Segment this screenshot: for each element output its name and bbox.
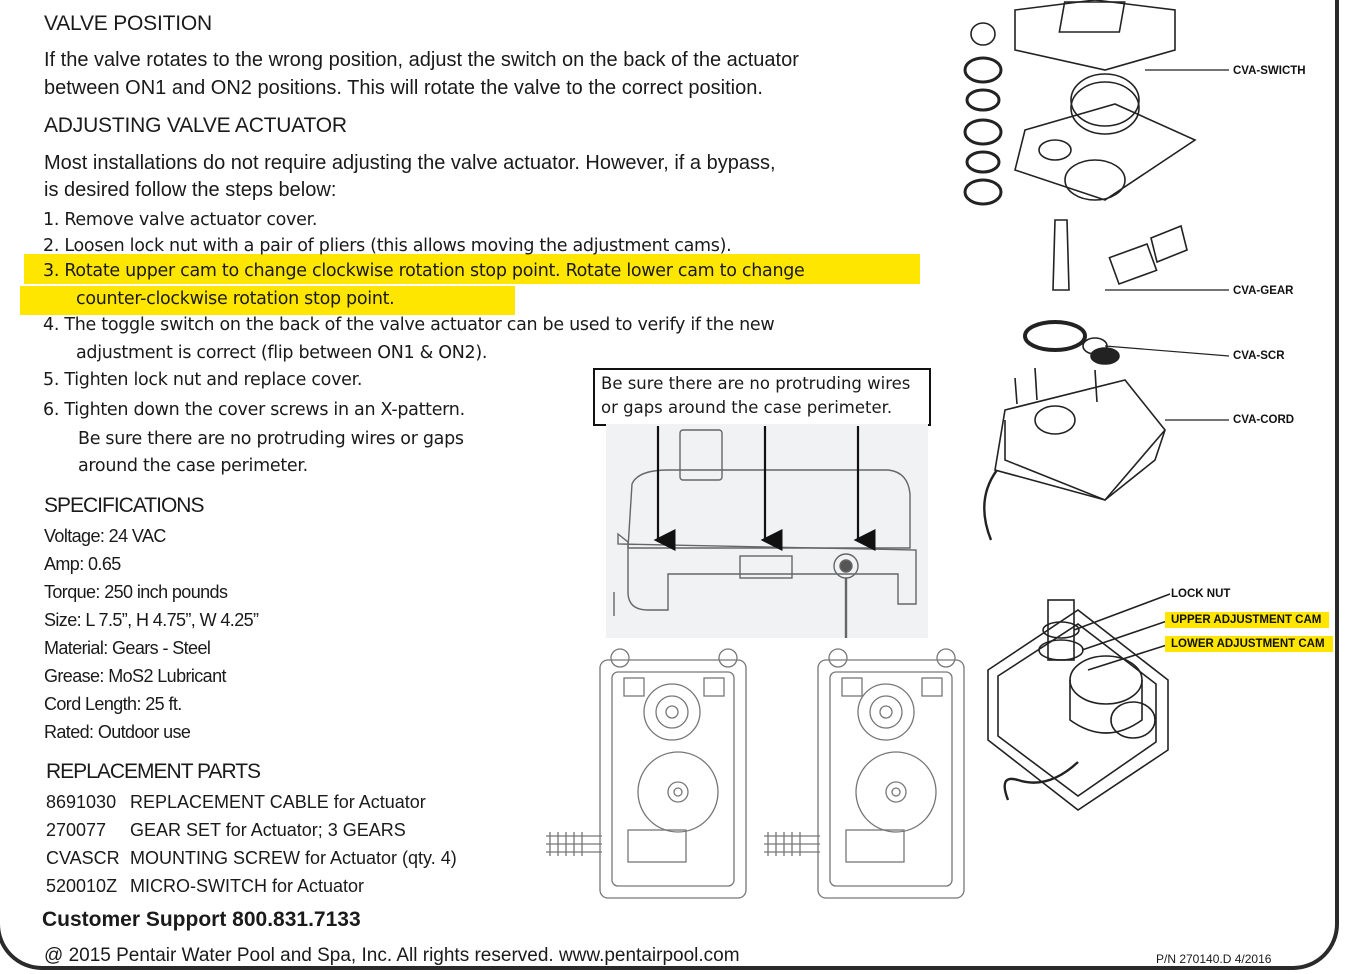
spec-grease: Grease: MoS2 Lubricant [44, 666, 227, 686]
actuator-top-view-left [546, 648, 747, 899]
step-6-note2: around the case perimeter. [78, 456, 308, 476]
part-code: CVASCR [46, 848, 120, 868]
actuator-top-view-right [764, 648, 965, 899]
valve-position-heading: VALVE POSITION [44, 12, 212, 35]
replacement-parts-heading: REPLACEMENT PARTS [46, 760, 261, 783]
note-line2: or gaps around the case perimeter. [601, 398, 893, 417]
adjusting-heading: ADJUSTING VALVE ACTUATOR [44, 114, 347, 137]
spec-rated: Rated: Outdoor use [44, 722, 191, 742]
part-code: 8691030 [46, 792, 117, 812]
spec-size: Size: L 7.5”, H 4.75”, W 4.25” [44, 610, 259, 630]
spec-amp: Amp: 0.65 [44, 554, 121, 574]
part-code: 270077 [46, 820, 107, 840]
arrows-to-seams [653, 426, 876, 551]
exploded-view-diagram [963, 0, 1230, 541]
label-cva-gear: CVA-GEAR [1233, 285, 1294, 297]
step-1: 1. Remove valve actuator cover. [43, 210, 318, 230]
valve-position-line2: between ON1 and ON2 positions. This will… [44, 77, 763, 99]
label-cva-scr: CVA-SCR [1233, 350, 1285, 362]
highlight-step3 [24, 254, 920, 284]
step-4: 4. The toggle switch on the back of the … [43, 315, 775, 335]
label-cva-switch: CVA-SWICTH [1233, 65, 1306, 77]
assembled-view-diagram [987, 593, 1171, 811]
adjusting-line2: is desired follow the steps below: [44, 179, 337, 201]
step-4-continued: adjustment is correct (flip between ON1 … [76, 343, 488, 363]
step-3: 3. Rotate upper cam to change clockwise … [43, 261, 805, 281]
specifications-heading: SPECIFICATIONS [44, 494, 204, 517]
label-cva-cord: CVA-CORD [1233, 414, 1295, 426]
part-desc: MOUNTING SCREW for Actuator (qty. 4) [130, 848, 457, 868]
label-upper-cam: UPPER ADJUSTMENT CAM [1165, 612, 1330, 628]
part-desc: MICRO-SWITCH for Actuator [130, 876, 365, 896]
part-number: P/N 270140.D 4/2016 [1156, 952, 1272, 966]
spec-torque: Torque: 250 inch pounds [44, 582, 228, 602]
copyright: @ 2015 Pentair Water Pool and Spa, Inc. … [44, 945, 740, 966]
step-6-note1: Be sure there are no protruding wires or… [78, 429, 464, 449]
part-code: 520010Z [46, 876, 118, 896]
part-desc: GEAR SET for Actuator; 3 GEARS [130, 820, 406, 840]
customer-support: Customer Support 800.831.7133 [42, 908, 361, 931]
spec-material: Material: Gears - Steel [44, 638, 211, 658]
step-2: 2. Loosen lock nut with a pair of pliers… [43, 236, 732, 256]
adjusting-line1: Most installations do not require adjust… [44, 152, 776, 174]
step-3-continued: counter-clockwise rotation stop point. [76, 289, 395, 309]
note-box: Be sure there are no protruding wires or… [593, 368, 931, 426]
spec-voltage: Voltage: 24 VAC [44, 526, 166, 546]
label-lower-cam: LOWER ADJUSTMENT CAM [1165, 636, 1333, 652]
step-5: 5. Tighten lock nut and replace cover. [43, 370, 363, 390]
spec-cord-length: Cord Length: 25 ft. [44, 694, 182, 714]
step-6: 6. Tighten down the cover screws in an X… [43, 400, 465, 420]
label-lock-nut: LOCK NUT [1171, 588, 1231, 600]
highlight-step3-cont [20, 286, 515, 315]
part-desc: REPLACEMENT CABLE for Actuator [130, 792, 426, 812]
note-line1: Be sure there are no protruding wires [601, 374, 911, 393]
valve-position-line1: If the valve rotates to the wrong positi… [44, 49, 799, 71]
